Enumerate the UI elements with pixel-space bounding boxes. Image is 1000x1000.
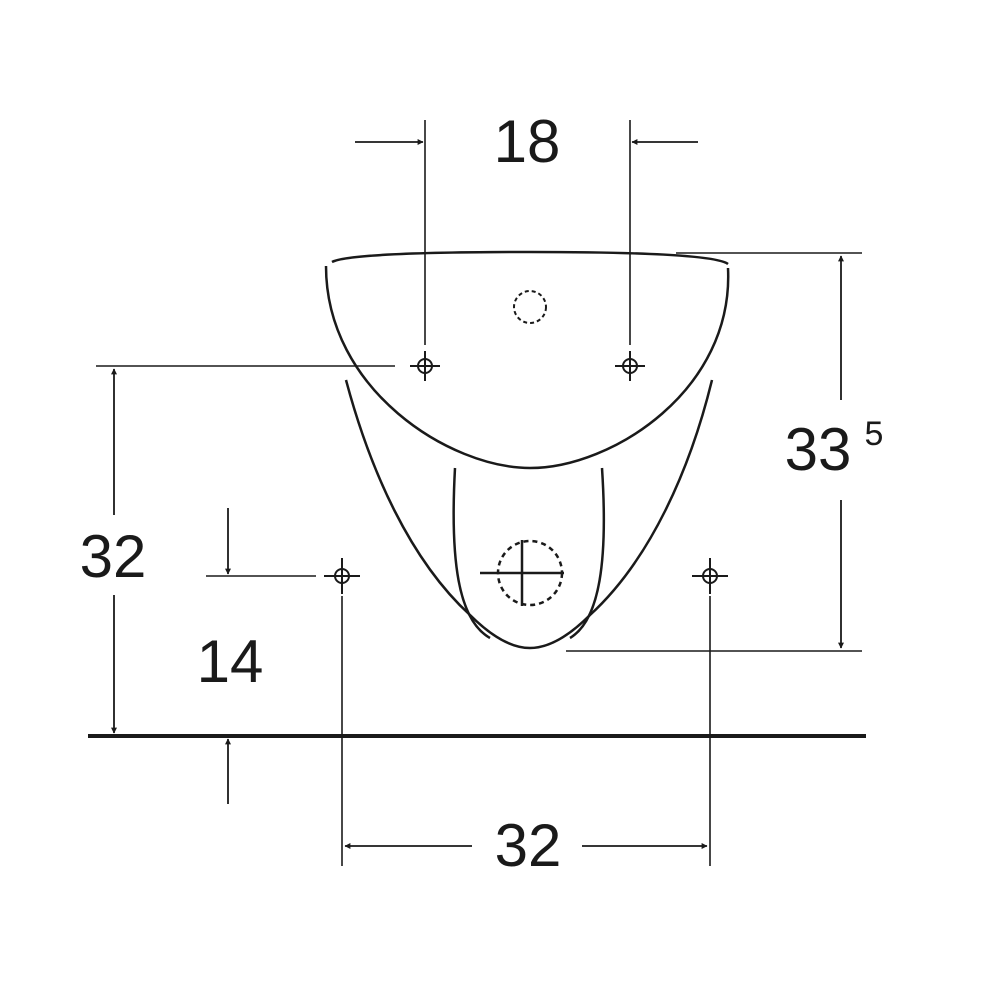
urinal-body	[344, 379, 714, 650]
fixing-hole-bottom-right-crosshair-icon	[692, 558, 728, 594]
urinal-outline	[324, 250, 730, 650]
fixing-hole-top-right-crosshair-icon	[615, 351, 645, 381]
water-inlet-dashed-icon	[513, 290, 547, 324]
dim-label-bottom-offset: 14	[197, 628, 264, 695]
fixing-hole-top-left-crosshair-icon	[410, 351, 440, 381]
dim-label-left-height: 32	[80, 523, 147, 590]
fixing-hole-bottom-left-crosshair-icon	[324, 558, 360, 594]
drain-outlet-icon	[480, 539, 564, 607]
extension-lines	[96, 120, 862, 866]
dim-label-top-hole-spacing: 18	[494, 108, 561, 175]
dim-label-bottom-hole-spacing: 32	[495, 812, 562, 879]
dim-label-height-superscript: 5	[865, 415, 884, 453]
urinal-channel	[452, 467, 491, 640]
dim-label-height: 33	[785, 416, 852, 483]
urinal-bowl	[324, 265, 730, 470]
urinal-rim	[331, 250, 729, 266]
